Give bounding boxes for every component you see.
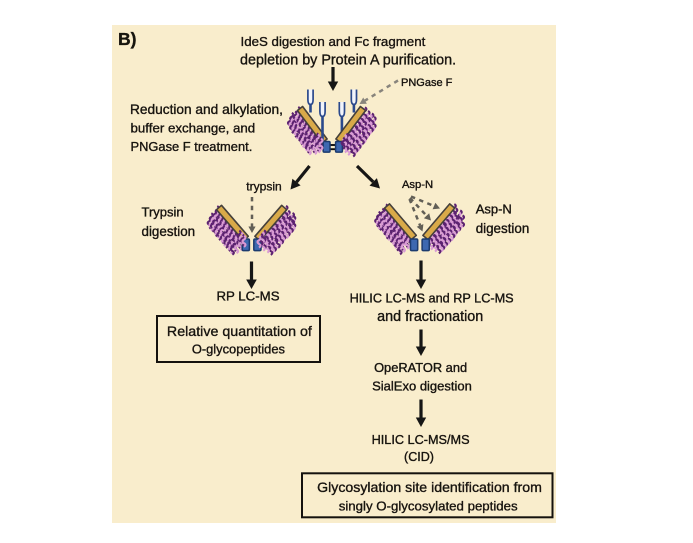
- svg-text:Relative quantitation of: Relative quantitation of: [167, 324, 312, 340]
- svg-text:RP LC-MS: RP LC-MS: [216, 289, 279, 304]
- svg-text:Glycosylation site identificat: Glycosylation site identification from: [317, 479, 542, 495]
- svg-text:Trypsin: Trypsin: [142, 204, 184, 219]
- svg-text:Asp-N: Asp-N: [476, 202, 512, 217]
- svg-text:singly O-glycosylated peptides: singly O-glycosylated peptides: [339, 498, 518, 513]
- svg-text:digestion: digestion: [476, 221, 530, 236]
- svg-text:O-glycopeptides: O-glycopeptides: [192, 341, 285, 356]
- svg-text:depletion by Protein A purific: depletion by Protein A purification.: [240, 53, 456, 69]
- svg-text:SialExo digestion: SialExo digestion: [372, 379, 472, 394]
- svg-text:HILIC LC-MS/MS: HILIC LC-MS/MS: [372, 433, 470, 447]
- svg-text:trypsin: trypsin: [246, 180, 281, 194]
- svg-text:and fractionation: and fractionation: [377, 309, 483, 325]
- svg-text:PNGase F treatment.: PNGase F treatment.: [131, 139, 253, 154]
- svg-text:(CID): (CID): [404, 450, 434, 464]
- svg-text:Reduction and alkylation,: Reduction and alkylation,: [130, 102, 283, 117]
- svg-text:OpeRATOR and: OpeRATOR and: [374, 360, 467, 375]
- svg-text:buffer exchange, and: buffer exchange, and: [131, 121, 256, 136]
- svg-text:digestion: digestion: [142, 224, 196, 239]
- svg-text:Asp-N: Asp-N: [402, 179, 433, 191]
- svg-text:HILIC LC-MS and RP LC-MS: HILIC LC-MS and RP LC-MS: [350, 291, 514, 305]
- svg-text:PNGase F: PNGase F: [401, 77, 453, 89]
- svg-text:IdeS digestion and Fc fragment: IdeS digestion and Fc fragment: [241, 34, 426, 49]
- svg-text:B): B): [118, 29, 136, 49]
